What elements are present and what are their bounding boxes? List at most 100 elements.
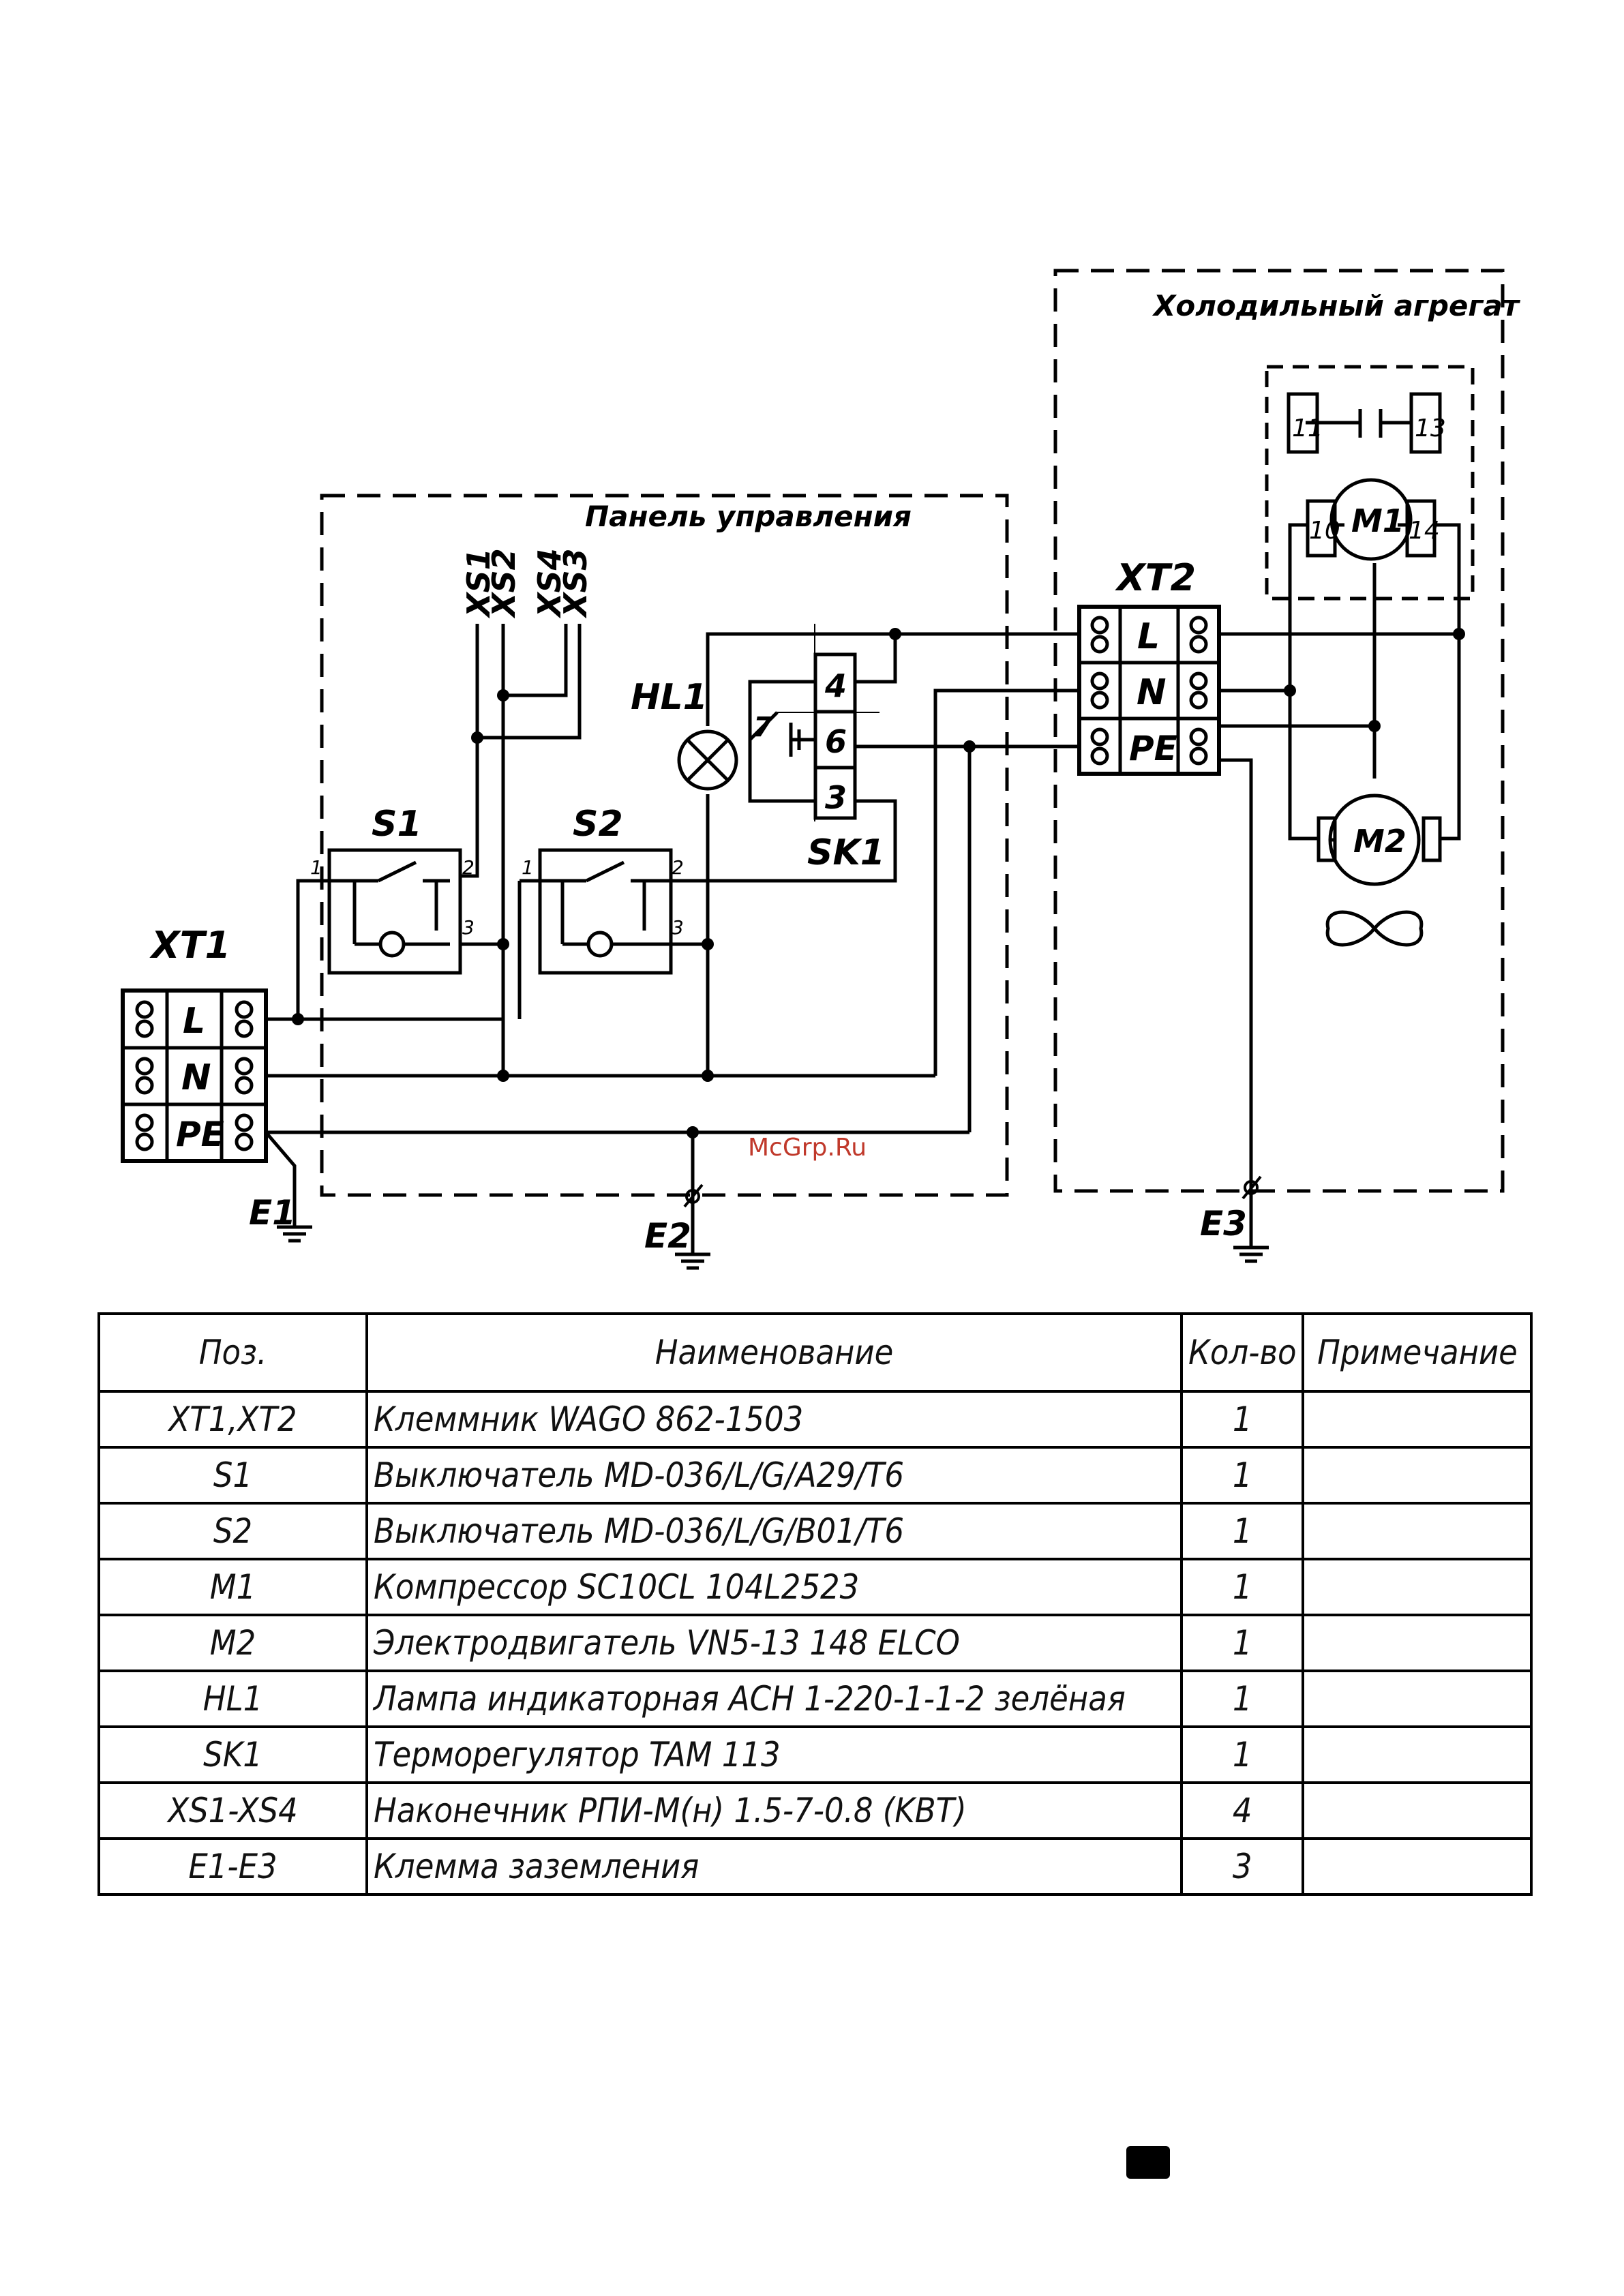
sk1-thermostat: [748, 624, 879, 821]
cell-note: [1302, 1725, 1533, 1784]
s2-pin-3: 3: [672, 916, 684, 939]
components-table: Поз. Наименование Кол-во Примечание XT1,…: [97, 1312, 1533, 1896]
xt1-terminal-block: L N PE: [121, 988, 268, 1163]
cell-note: [1302, 1502, 1533, 1560]
xt2-terminal-block: L N PE: [1077, 605, 1221, 776]
compressor-frame: [1265, 365, 1475, 601]
page-number-mark: [1126, 2146, 1170, 2179]
m1-pin-11: 11: [1292, 414, 1323, 442]
xs1-label: XS1: [460, 548, 497, 619]
xs4-label: XS4: [531, 548, 568, 619]
cell-name: Клемма заземления: [365, 1837, 1183, 1896]
cell-note: [1302, 1781, 1533, 1840]
cell-pos: E1-E3: [97, 1837, 368, 1896]
cell-note: [1302, 1670, 1533, 1728]
cell-pos: SK1: [97, 1725, 368, 1784]
cell-name: Наконечник РПИ-М(н) 1.5-7-0.8 (KBT): [365, 1781, 1183, 1840]
cell-qty: 3: [1179, 1837, 1305, 1896]
cell-name: Выключатель MD-036/L/G/B01/T6: [365, 1502, 1183, 1560]
cell-name: Клеммник WAGO 862-1503: [365, 1390, 1183, 1449]
xt2-row-pe: PE: [1129, 729, 1177, 768]
m1-compressor: [1287, 392, 1442, 561]
unit-title: Холодильный агрегат: [1152, 289, 1521, 322]
m2-label: M2: [1353, 823, 1407, 860]
cell-pos: S2: [97, 1502, 368, 1560]
m1-pin-13: 13: [1415, 414, 1446, 442]
sk1-pin-3: 3: [825, 779, 847, 816]
sk1-pin-4: 4: [824, 667, 847, 704]
header-note: Примечание: [1302, 1312, 1533, 1393]
cooling-unit-frame: [1053, 269, 1505, 1193]
xt2-row-n: N: [1137, 672, 1167, 713]
cell-qty: 1: [1179, 1446, 1305, 1505]
cell-pos: M2: [97, 1614, 368, 1672]
cell-pos: XT1,XT2: [97, 1390, 368, 1449]
cell-note: [1302, 1558, 1533, 1616]
s2-switch: [538, 848, 675, 975]
control-panel-frame: [320, 494, 1009, 1197]
s2-pin-1: 1: [522, 856, 534, 879]
xt2-row-l: L: [1137, 616, 1160, 657]
wiring-diagram: Панель управления Холодильный агрегат L …: [121, 269, 1521, 1295]
cell-pos: HL1: [97, 1670, 368, 1728]
header-name: Наименование: [365, 1312, 1183, 1393]
cell-name: Компрессор SC10CL 104L2523: [365, 1558, 1183, 1616]
e2-ground-icon: [675, 1132, 710, 1268]
wires: [265, 421, 1461, 1220]
cell-qty: 1: [1179, 1502, 1305, 1560]
cell-qty: 1: [1179, 1390, 1305, 1449]
cell-qty: 1: [1179, 1670, 1305, 1728]
panel-title: Панель управления: [585, 500, 912, 533]
e1-label: E1: [249, 1193, 296, 1233]
cell-name: Выключатель MD-036/L/G/A29/T6: [365, 1446, 1183, 1505]
cell-note: [1302, 1446, 1533, 1505]
hl1-label: HL1: [631, 677, 708, 718]
xt1-row-n: N: [181, 1057, 211, 1098]
header-qty: Кол-во: [1179, 1312, 1305, 1393]
xt1-row-l: L: [183, 1001, 205, 1042]
xt1-row-pe: PE: [176, 1115, 224, 1154]
sk1-pin-6: 6: [825, 723, 847, 760]
cell-pos: S1: [97, 1446, 368, 1505]
e2-label: E2: [644, 1216, 691, 1256]
cell-name: Лампа индикаторная ACH 1-220-1-1-2 зелён…: [365, 1670, 1183, 1728]
m1-pin-10: 10: [1309, 517, 1340, 545]
cell-name: Электродвигатель VN5-13 148 ELCO: [365, 1614, 1183, 1672]
cell-note: [1302, 1614, 1533, 1672]
s2-pin-2: 2: [672, 856, 684, 879]
s1-label: S1: [372, 804, 422, 845]
cell-pos: M1: [97, 1558, 368, 1616]
e3-ground-icon: [1233, 1175, 1269, 1261]
s1-pin-1: 1: [310, 856, 322, 879]
table-header-row: Поз. Наименование Кол-во Примечание: [97, 1312, 1533, 1393]
sk1-pin-7: 7: [753, 712, 772, 743]
m1-pin-14: 14: [1409, 517, 1440, 545]
cell-note: [1302, 1390, 1533, 1449]
xt1-label: XT1: [149, 924, 230, 967]
m1-label: M1: [1351, 502, 1404, 539]
watermark: McGrp.Ru: [748, 1134, 867, 1162]
header-pos: Поз.: [97, 1312, 368, 1393]
cell-qty: 1: [1179, 1558, 1305, 1616]
s1-switch: [327, 848, 462, 975]
cell-name: Терморегулятор TAM 113: [365, 1725, 1183, 1784]
junctions: [292, 628, 1465, 1138]
xs3-label: XS3: [557, 548, 594, 619]
cell-note: [1302, 1837, 1533, 1896]
cell-qty: 4: [1179, 1781, 1305, 1840]
e3-label: E3: [1200, 1204, 1247, 1243]
xs2-label: XS2: [485, 548, 522, 619]
xt2-label: XT2: [1115, 556, 1196, 599]
s1-pin-3: 3: [462, 916, 475, 939]
m2-fan-motor: [1317, 794, 1442, 947]
hl1-lamp: [677, 729, 738, 791]
